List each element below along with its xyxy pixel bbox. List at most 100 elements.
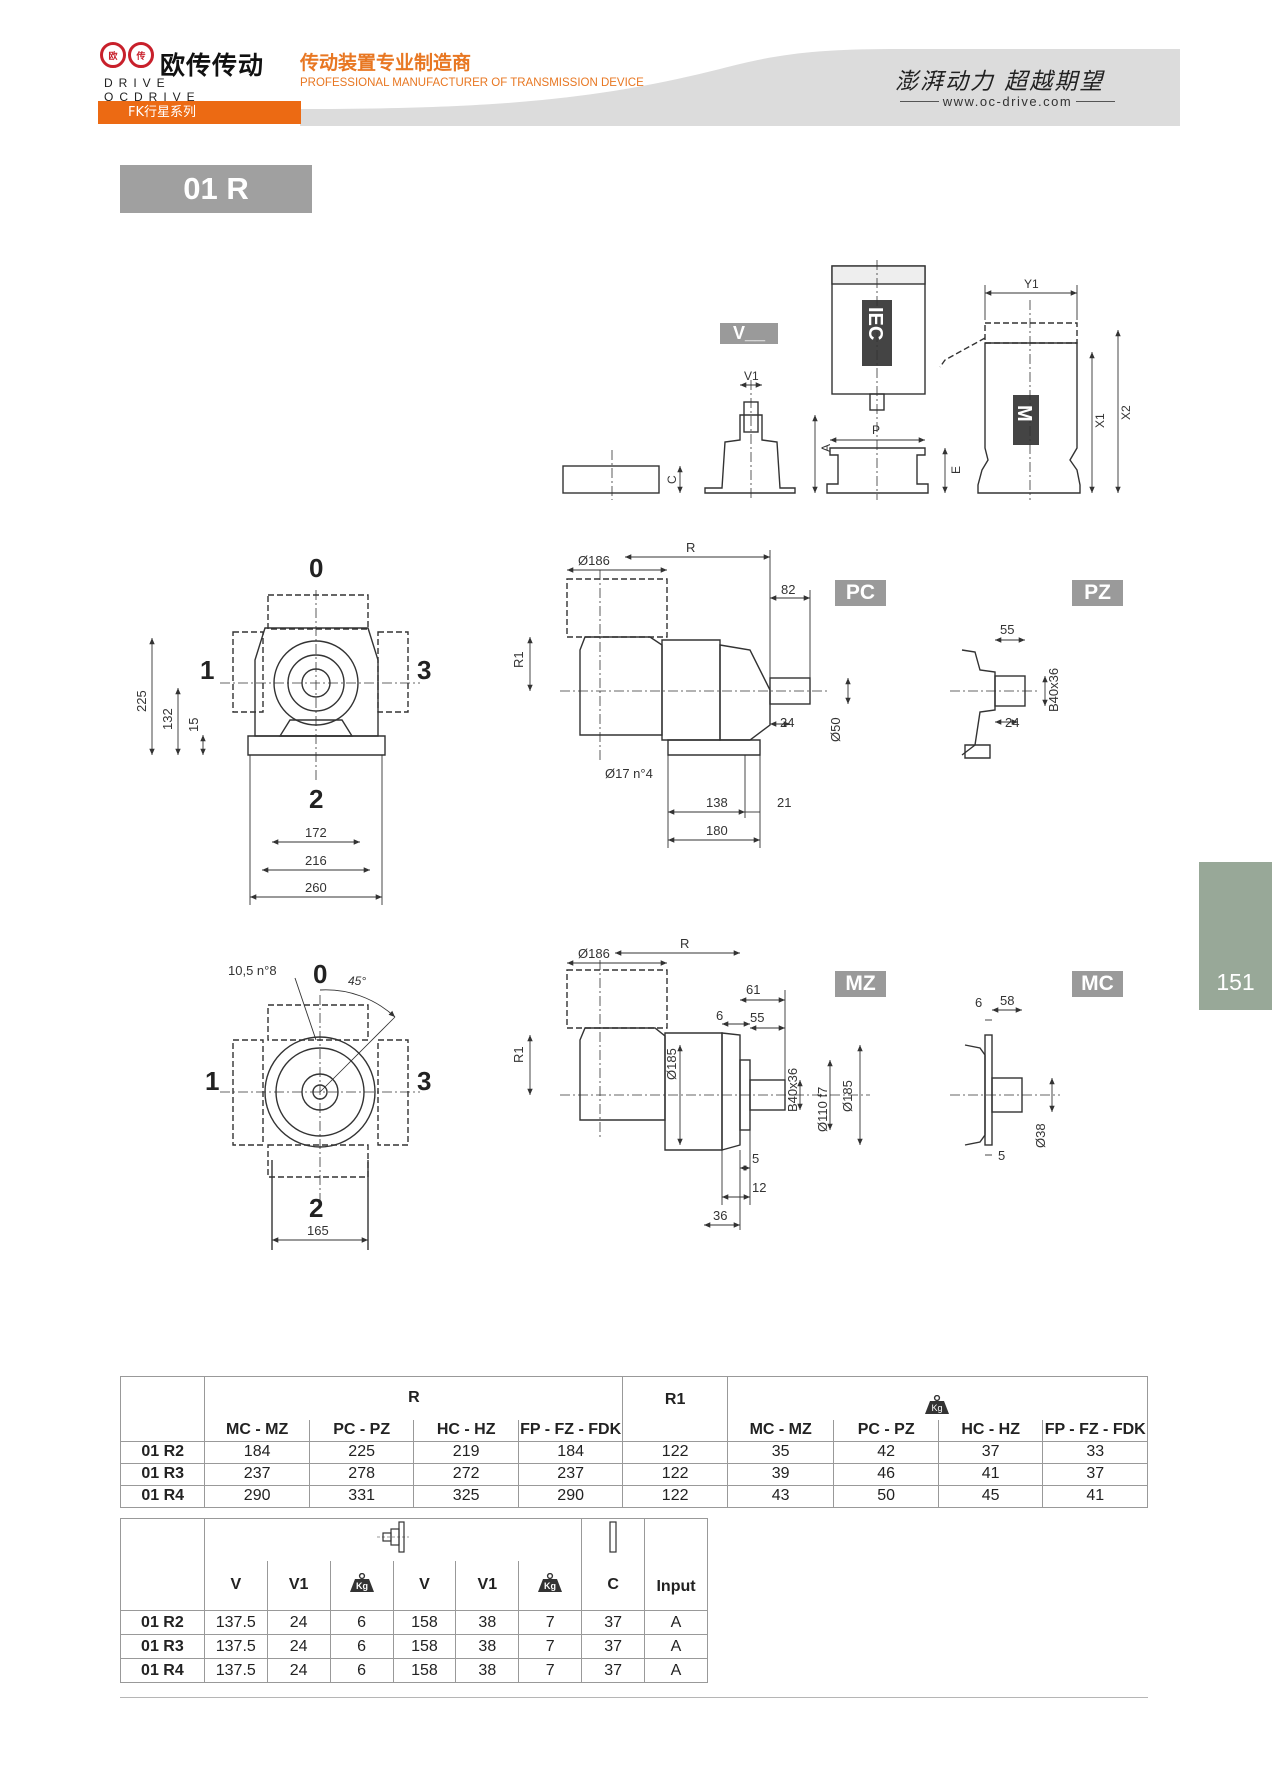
table2-col-input: Input — [644, 1518, 708, 1611]
dim-phi185-a: Ø185 — [664, 1048, 679, 1080]
label-c: C — [665, 475, 679, 484]
table1-col-mc-mz: MC - MZ — [204, 1419, 310, 1442]
dim-holes-b: 10,5 n°8 — [228, 963, 277, 978]
dim-55-pz: 55 — [1000, 622, 1014, 637]
logo-char-left: 欧 — [108, 50, 118, 61]
position-3: 3 — [417, 655, 431, 685]
cell: 237 — [517, 1462, 624, 1486]
row-model: 01 R4 — [119, 1484, 206, 1508]
website-url: www.oc-drive.com — [942, 94, 1073, 109]
cell: 39 — [726, 1462, 835, 1486]
front-view-foot — [220, 590, 420, 780]
dim-6-mc: 6 — [975, 995, 982, 1010]
position-0: 0 — [309, 553, 323, 583]
input-flange-drawing — [562, 380, 796, 500]
series-bar: FK行星系列 — [98, 101, 301, 124]
cell: 158 — [392, 1658, 457, 1683]
table1-col-kg-fp: FP - FZ - FDK — [1042, 1419, 1148, 1442]
row-model: 01 R4 — [120, 1658, 205, 1683]
table2-corner — [120, 1518, 205, 1611]
website: www.oc-drive.com — [900, 94, 1115, 109]
position-1: 1 — [200, 655, 214, 685]
cell: 24 — [266, 1634, 331, 1659]
slogan: 澎湃动力 超越期望 — [895, 69, 1105, 95]
dim-61: 61 — [746, 982, 760, 997]
position-2: 2 — [309, 784, 323, 814]
label-m: M — [1013, 405, 1035, 422]
dim-r-a: R — [686, 540, 695, 555]
badge-mz: MZ — [835, 971, 886, 997]
input-flange-icon — [376, 1521, 409, 1553]
weight-kg-icon: Kg — [538, 1572, 563, 1592]
dim-x1-x2 — [1089, 330, 1121, 493]
dim-y1 — [984, 285, 1078, 320]
cell: 158 — [392, 1610, 457, 1635]
table2-col-v1-b: V1 — [455, 1560, 520, 1611]
dim-216: 216 — [305, 853, 327, 868]
cell: 35 — [726, 1440, 835, 1464]
brand-name-en: DRIVE OCDRIVE — [104, 76, 201, 104]
cell: 122 — [622, 1440, 728, 1464]
row-model: 01 R3 — [120, 1634, 205, 1659]
weight-kg-label: Kg — [544, 1581, 556, 1591]
badge-pc: PC — [835, 580, 886, 606]
pz-detail — [950, 637, 1048, 759]
badge-pz: PZ — [1072, 580, 1123, 606]
dim-132: 132 — [160, 708, 175, 730]
table2-group-input-flange — [203, 1518, 583, 1561]
dim-6-mz: 6 — [716, 1008, 723, 1023]
cell: 42 — [833, 1440, 939, 1464]
dim-phi186-a: Ø186 — [578, 553, 610, 568]
label-e: E — [949, 466, 963, 474]
side-dims-b — [527, 950, 863, 1230]
cell: 122 — [622, 1484, 728, 1508]
table1-col-kg-pc-pz: PC - PZ — [833, 1419, 939, 1442]
dim-172: 172 — [305, 825, 327, 840]
cell: 184 — [517, 1440, 624, 1464]
cell: 278 — [308, 1462, 415, 1486]
label-iec: IEC — [864, 307, 886, 340]
spec-table-r: R R1 Kg MC - MZ PC - PZ HC - HZ FP - FZ … — [119, 1376, 1149, 1508]
cell: 184 — [204, 1440, 310, 1464]
cell: 38 — [455, 1634, 520, 1659]
dim-225: 225 — [134, 690, 149, 712]
cell: 7 — [518, 1634, 583, 1659]
cell: 37 — [581, 1658, 646, 1683]
cell: 45 — [937, 1484, 1044, 1508]
table2-col-kg-b: Kg — [518, 1560, 583, 1611]
mc-detail — [950, 1007, 1060, 1156]
cell: 331 — [308, 1484, 415, 1508]
dim-12: 12 — [752, 1180, 766, 1195]
table1-col-kg-hc-hz: HC - HZ — [937, 1419, 1044, 1442]
cell: 290 — [517, 1484, 624, 1508]
dim-55-mz: 55 — [750, 1010, 764, 1025]
front-dims — [149, 638, 383, 905]
dim-165: 165 — [307, 1223, 329, 1238]
table2-col-c: C — [581, 1560, 646, 1611]
dim-holes-a: Ø17 n°4 — [605, 766, 653, 781]
badge-mc: MC — [1072, 971, 1123, 997]
table1-corner — [119, 1376, 206, 1442]
label-x1: X1 — [1093, 413, 1107, 428]
position-1-b: 1 — [205, 1066, 219, 1096]
side-dims — [527, 550, 851, 848]
front-view-flange — [220, 977, 420, 1250]
cell: 41 — [1042, 1484, 1148, 1508]
table2-col-v: V — [203, 1560, 268, 1611]
dim-phi38: Ø38 — [1033, 1123, 1048, 1148]
flange-plate-icon — [609, 1521, 617, 1553]
cell: 122 — [622, 1462, 728, 1486]
spec-table-input: Input V V1 Kg V V1 Kg C 01 R2 137.5 24 6… — [120, 1518, 708, 1683]
cell: 41 — [937, 1462, 1044, 1486]
label-v1: V1 — [744, 369, 759, 383]
dim-5-mc: 5 — [998, 1148, 1005, 1163]
m-motor-drawing — [939, 300, 1081, 500]
cell: 50 — [833, 1484, 939, 1508]
table1-group-r1: R1 — [622, 1376, 728, 1442]
dim-180: 180 — [706, 823, 728, 838]
dim-phi50: Ø50 — [828, 717, 843, 742]
table1-group-weight: Kg — [726, 1376, 1149, 1420]
label-a: A — [819, 444, 833, 452]
logo: 欧 传 欧传传动 DRIVE OCDRIVE — [98, 40, 268, 104]
tagline-en: PROFESSIONAL MANUFACTURER OF TRANSMISSIO… — [300, 77, 644, 89]
